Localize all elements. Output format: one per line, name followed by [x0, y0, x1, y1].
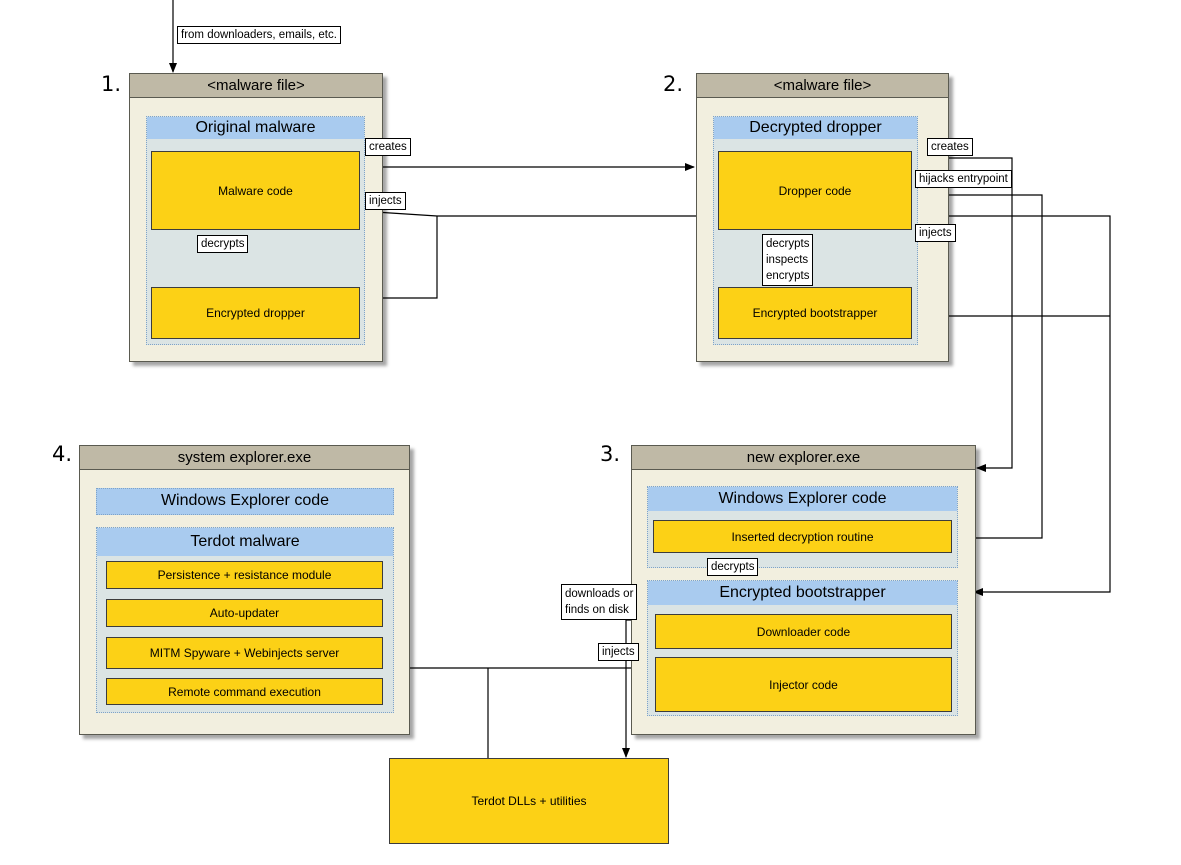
arrow-injects-1-2 [359, 210, 715, 220]
panel1-header: <malware file> [130, 74, 382, 98]
module-persistence-resistance: Persistence + resistance module [106, 561, 383, 589]
source-label: from downloaders, emails, etc. [177, 26, 341, 44]
malware-code-box: Malware code [151, 151, 360, 230]
label-creates-2: creates [927, 138, 973, 156]
injector-code-box: Injector code [655, 657, 952, 712]
encrypted-dropper-box: Encrypted dropper [151, 287, 360, 339]
label-decrypts-1: decrypts [197, 235, 249, 253]
panel3-header: new explorer.exe [632, 446, 975, 470]
label-line-decrypts: decrypts [766, 238, 810, 250]
panel4-terdot-title: Terdot malware [97, 528, 393, 556]
label-injects-3: injects [598, 643, 639, 661]
arrow-hijacks-2-3 [912, 194, 1043, 542]
encrypted-bootstrapper-box-2: Encrypted bootstrapper [718, 287, 912, 339]
dropper-code-box: Dropper code [718, 151, 912, 230]
panel3-number: 3. [600, 442, 621, 466]
label-downloads-or-finds: downloads or finds on disk [561, 584, 638, 620]
label-line-inspects: inspects [766, 254, 809, 266]
downloader-code-box: Downloader code [655, 614, 952, 649]
panel3-windows-explorer-code: Windows Explorer code [648, 487, 957, 511]
panel1-inner-title: Original malware [147, 117, 364, 139]
label-decrypts-inspects-encrypts: decrypts inspects encrypts [762, 234, 814, 286]
panel2-header: <malware file> [697, 74, 948, 98]
label-injects-1: injects [365, 192, 406, 210]
panel3-bootstrapper-title: Encrypted bootstrapper [648, 581, 957, 605]
inserted-decryption-routine-box: Inserted decryption routine [653, 520, 952, 553]
panel4-header: system explorer.exe [80, 446, 409, 470]
line-dropper-to-injects [360, 216, 438, 299]
panel1-number: 1. [101, 72, 122, 96]
panel2-number: 2. [663, 72, 684, 96]
terdot-dlls-utilities-box: Terdot DLLs + utilities [389, 758, 669, 844]
label-injects-2: injects [915, 224, 956, 242]
arrow-creates-2-3 [912, 157, 1013, 472]
arrow-injects-2-3 [912, 215, 1111, 596]
label-creates-1: creates [365, 138, 411, 156]
label-line-downloads-or: downloads or [565, 588, 634, 600]
label-line-encrypts: encrypts [766, 270, 810, 282]
label-line-finds-on-disk: finds on disk [565, 604, 629, 616]
label-hijacks-entrypoint: hijacks entrypoint [915, 170, 1012, 188]
panel2-inner-title: Decrypted dropper [714, 117, 917, 139]
module-mitm-spyware: MITM Spyware + Webinjects server [106, 637, 383, 669]
panel4-number: 4. [52, 442, 73, 466]
label-decrypts-3: decrypts [707, 558, 759, 576]
module-remote-command-execution: Remote command execution [106, 678, 383, 705]
module-auto-updater: Auto-updater [106, 599, 383, 627]
panel4-windows-explorer-code: Windows Explorer code [96, 488, 394, 515]
